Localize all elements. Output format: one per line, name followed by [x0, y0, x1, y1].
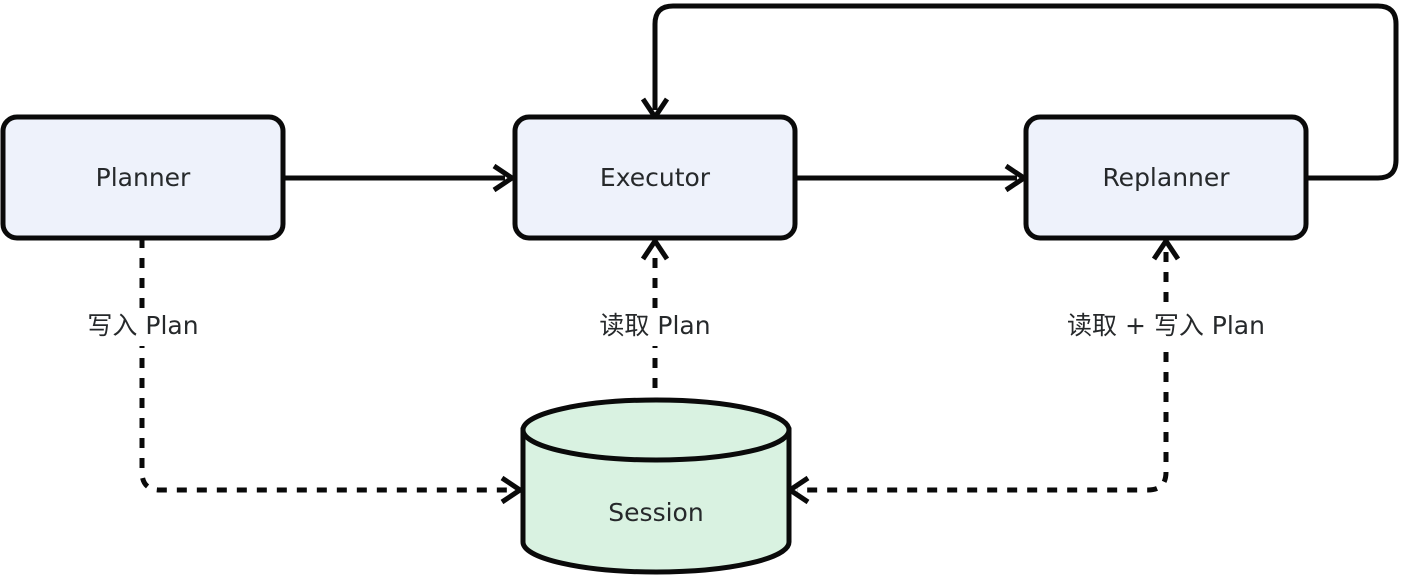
edge-label-read-plan-text: 读取 Plan [599, 311, 710, 340]
edge-session-to-executor [640, 236, 670, 408]
arrowhead-icon [1151, 236, 1181, 261]
edge-line [652, 3, 1399, 181]
edge-label-read-write-plan-text: 读取 + 写入 Plan [1067, 311, 1265, 340]
edge-line [797, 252, 1169, 493]
node-planner-label: Planner [96, 163, 191, 192]
arrowhead-icon [492, 163, 517, 193]
node-replanner-label: Replanner [1102, 163, 1230, 192]
node-session-label: Session [608, 498, 703, 527]
label-backdrop [1058, 308, 1274, 346]
node-session[interactable]: Session [520, 397, 792, 575]
node-planner-shape[interactable] [0, 114, 286, 241]
edge-label-read-plan: 读取 Plan [582, 308, 729, 346]
node-executor-shape[interactable] [512, 114, 798, 241]
label-backdrop [70, 308, 215, 346]
arrowhead-icon [500, 475, 525, 505]
edge-line [139, 238, 513, 493]
edge-label-write-plan-text: 写入 Plan [87, 311, 198, 340]
edge-label-read-write-plan: 读取 + 写入 Plan [1058, 308, 1274, 346]
arrowhead-icon [640, 236, 670, 261]
edge-label-write-plan: 写入 Plan [70, 308, 215, 346]
edge-executor-to-replanner [797, 163, 1029, 193]
node-session-top[interactable] [520, 397, 792, 463]
node-replanner[interactable]: Replanner [1023, 114, 1309, 241]
node-planner[interactable]: Planner [0, 114, 286, 241]
edge-planner-to-executor [285, 163, 517, 193]
label-backdrop [582, 308, 729, 346]
node-executor[interactable]: Executor [512, 114, 798, 241]
arrowhead-icon [785, 475, 810, 505]
edge-planner-to-session [139, 238, 525, 505]
node-session-body[interactable] [520, 427, 792, 575]
node-executor-label: Executor [600, 163, 711, 192]
node-replanner-shape[interactable] [1023, 114, 1309, 241]
edge-session-to-replanner [785, 236, 1181, 505]
